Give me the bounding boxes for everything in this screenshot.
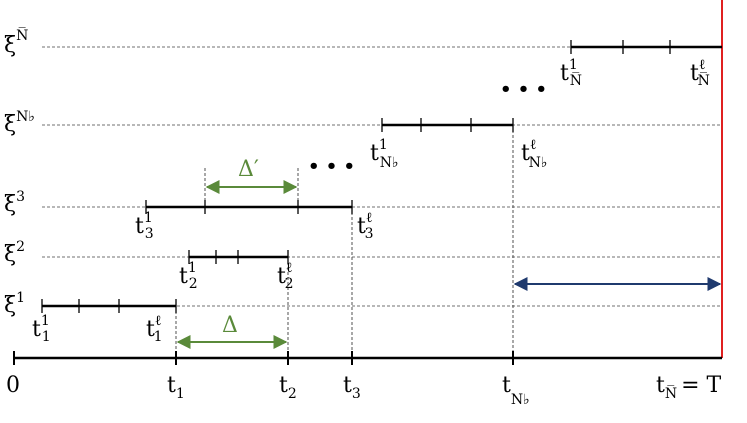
axis-label-t1: t1 xyxy=(167,373,185,402)
axis-label-t2: t2 xyxy=(279,373,297,402)
axis-label-terminal: tN̅= T xyxy=(656,373,722,402)
axis-labels: 0 t1 t2 t3 tN♭ tN̅= T xyxy=(6,373,722,408)
row-segments xyxy=(42,45,722,308)
ellipsis-2: • • • xyxy=(500,79,547,100)
segment-ticks xyxy=(41,40,671,313)
xi-label-row-2: ξ2 xyxy=(4,239,25,267)
xi-label-row-nbar: ξN̅ xyxy=(4,25,28,58)
row-labels: ξ1 ξ2 ξ3 ξN♭ ξN̅ xyxy=(4,25,35,318)
xi-label-row-3: ξ3 xyxy=(4,189,25,217)
axis-label-tnb: tN♭ xyxy=(502,373,530,408)
delta-prime-label: Δ′ xyxy=(238,157,259,182)
ellipsis-1: • • • xyxy=(308,156,355,177)
axis-label-t3: t3 xyxy=(343,373,361,402)
axis-ticks xyxy=(13,351,514,365)
xi-label-row-nb: ξN♭ xyxy=(4,109,35,137)
axis-zero-label: 0 xyxy=(6,373,20,398)
delta-label: Δ xyxy=(222,313,238,338)
xi-label-row-1: ξ1 xyxy=(4,290,25,318)
row-guides xyxy=(42,46,722,307)
